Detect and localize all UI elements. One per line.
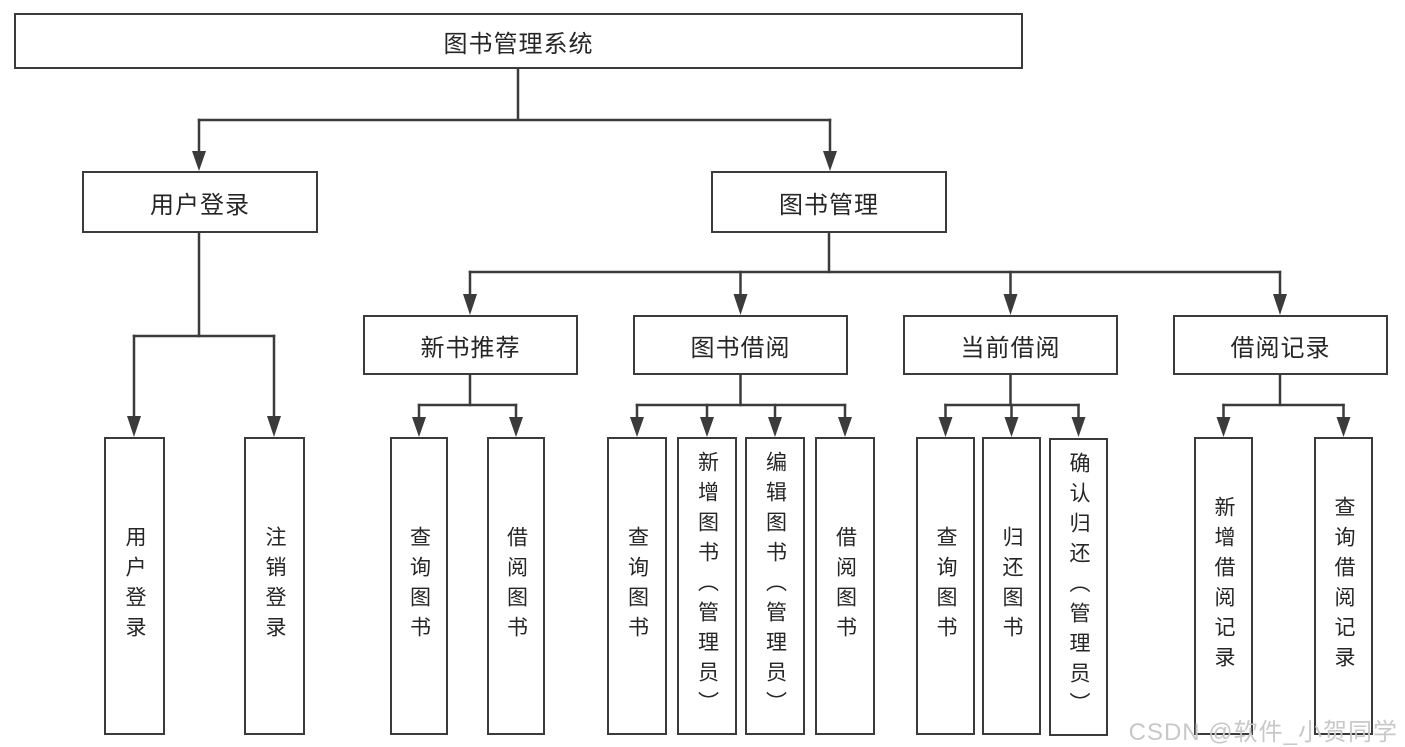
node-book-borrow-label: 图书借阅 xyxy=(690,334,791,362)
node-new-book-recommend-label: 新书推荐 xyxy=(420,334,521,362)
connector-bookmgmt-to-level3 xyxy=(463,233,1287,315)
node-book-borrow: 图书借阅 xyxy=(633,315,848,375)
connector-borrowrecord-to-leaves xyxy=(1216,373,1351,437)
connector-userlogin-to-leaves xyxy=(127,233,281,437)
connector-bookborrow-to-leaves xyxy=(630,373,852,437)
leaf-logout-label: 注销登录 xyxy=(263,526,286,646)
leaf-borrow-book-recommend-label: 借阅图书 xyxy=(504,526,528,646)
connector-currentborrow-to-leaves xyxy=(938,373,1086,437)
connector-newbook-to-leaves xyxy=(412,373,523,437)
leaf-return-book: 归还图书 xyxy=(982,437,1041,735)
leaf-confirm-return-admin-label: 确认归还（管理员） xyxy=(1067,452,1090,722)
node-borrow-record-label: 借阅记录 xyxy=(1230,334,1331,362)
node-current-borrow-label: 当前借阅 xyxy=(960,334,1061,362)
leaf-borrow-book: 借阅图书 xyxy=(815,437,875,735)
node-user-login: 用户登录 xyxy=(82,171,318,233)
node-library-system-root-label: 图书管理系统 xyxy=(443,30,594,58)
node-current-borrow: 当前借阅 xyxy=(903,315,1118,375)
leaf-return-book-label: 归还图书 xyxy=(1000,526,1023,646)
leaf-query-book-borrow: 查询图书 xyxy=(607,437,667,735)
leaf-query-borrow-record-label: 查询借阅记录 xyxy=(1332,496,1355,676)
leaf-query-current-borrow: 查询图书 xyxy=(916,437,975,735)
leaf-user-login: 用户登录 xyxy=(104,437,165,735)
leaf-borrow-book-label: 借阅图书 xyxy=(833,526,857,646)
leaf-edit-book-admin: 编辑图书（管理员） xyxy=(745,437,805,735)
csdn-watermark: CSDN @软件_小贺同学 xyxy=(1128,719,1398,746)
connector-root-to-level2 xyxy=(192,69,837,171)
leaf-query-borrow-record: 查询借阅记录 xyxy=(1314,437,1373,735)
leaf-borrow-book-recommend: 借阅图书 xyxy=(487,437,545,735)
leaf-confirm-return-admin: 确认归还（管理员） xyxy=(1049,438,1108,736)
node-new-book-recommend: 新书推荐 xyxy=(363,315,578,375)
leaf-user-login-label: 用户登录 xyxy=(123,526,146,646)
leaf-query-book-borrow-label: 查询图书 xyxy=(625,526,649,646)
leaf-query-current-borrow-label: 查询图书 xyxy=(934,526,957,646)
node-book-management: 图书管理 xyxy=(711,171,947,233)
node-book-management-label: 图书管理 xyxy=(779,191,879,219)
leaf-edit-book-admin-label: 编辑图书（管理员） xyxy=(763,451,787,721)
node-library-system-root: 图书管理系统 xyxy=(14,13,1023,69)
leaf-add-borrow-record: 新增借阅记录 xyxy=(1194,437,1253,735)
node-borrow-record: 借阅记录 xyxy=(1173,315,1388,375)
leaf-logout: 注销登录 xyxy=(244,437,305,735)
leaf-query-book-recommend-label: 查询图书 xyxy=(407,526,431,646)
leaf-query-book-recommend: 查询图书 xyxy=(390,437,448,735)
leaf-add-book-admin: 新增图书（管理员） xyxy=(677,437,737,735)
leaf-add-book-admin-label: 新增图书（管理员） xyxy=(695,451,719,721)
node-user-login-label: 用户登录 xyxy=(150,191,250,219)
leaf-add-borrow-record-label: 新增借阅记录 xyxy=(1212,496,1235,676)
